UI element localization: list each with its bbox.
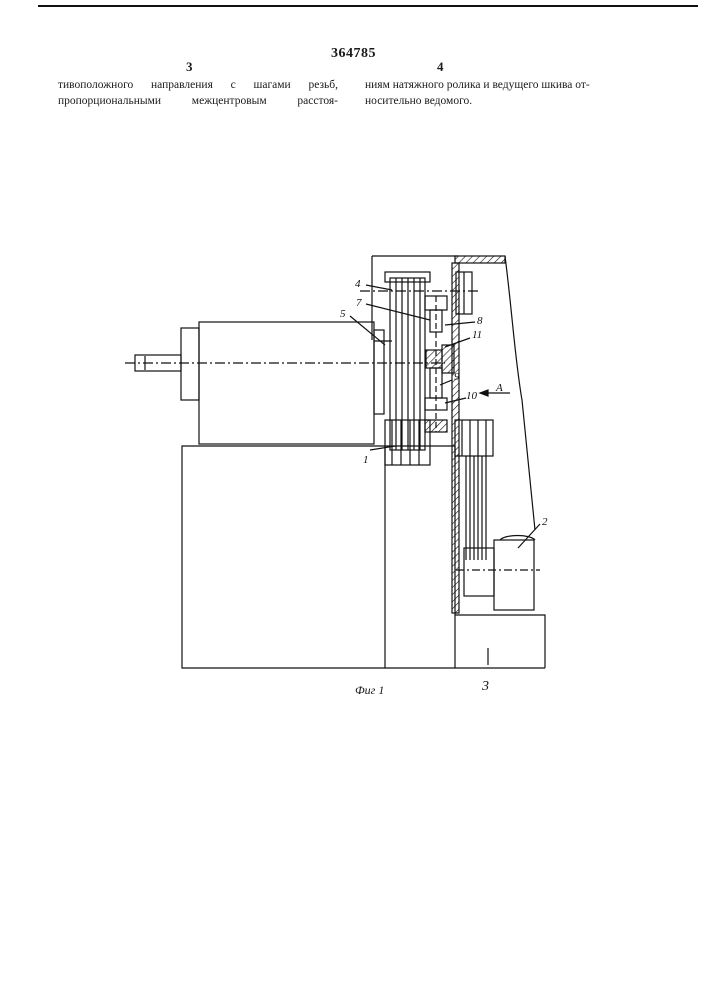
part-label-5: 5 [340, 308, 346, 320]
part-label-2: 2 [542, 516, 548, 528]
part-label-7: 7 [356, 297, 362, 309]
motor-housing [135, 322, 392, 444]
part-label-1: 1 [363, 454, 369, 466]
drive-pulley [455, 420, 493, 560]
part-label-10: 10 [466, 390, 478, 402]
part-label-3: 3 [481, 679, 489, 694]
part-label-11: 11 [472, 329, 482, 341]
part-label-4: 4 [355, 278, 361, 290]
electric-motor [456, 536, 540, 611]
tension-roller-mechanism [425, 296, 454, 432]
figure-caption: Фиг 1 [355, 683, 384, 698]
view-label-a: А [495, 382, 503, 394]
leader-lines [350, 285, 540, 665]
part-label-8: 8 [477, 315, 483, 327]
part-label-9: 9 [454, 371, 460, 383]
machine-bed [182, 446, 545, 668]
